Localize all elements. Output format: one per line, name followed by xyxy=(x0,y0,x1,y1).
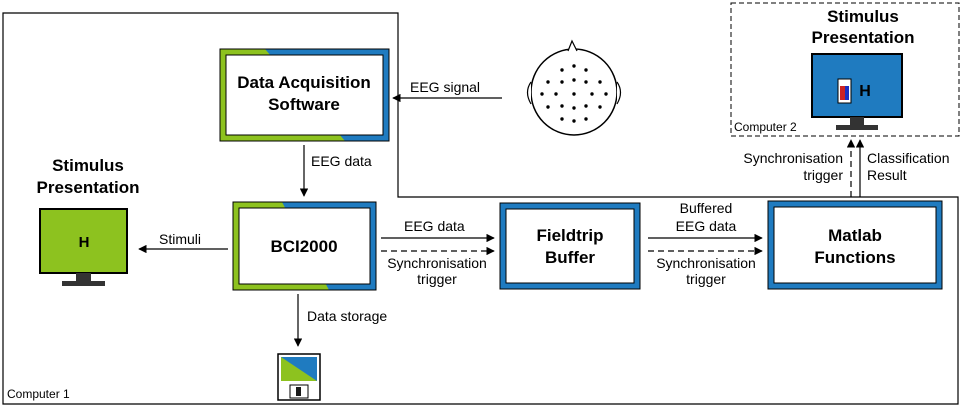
daq-title-1: Data Acquisition xyxy=(237,73,371,92)
matlab-title-2: Functions xyxy=(814,248,895,267)
eeg-head-icon xyxy=(526,39,622,136)
label-eeg-data-down: EEG data xyxy=(311,153,372,169)
label-class-2: Result xyxy=(867,167,907,183)
stimulus-heading-1: Stimulus xyxy=(52,156,124,175)
monitor-2-letter: H xyxy=(859,83,871,100)
matlab-box xyxy=(767,200,943,290)
bci2000-title: BCI2000 xyxy=(270,237,337,256)
label-stimuli: Stimuli xyxy=(159,231,201,247)
fieldtrip-title-1: Fieldtrip xyxy=(536,226,603,245)
label-sync-1b: trigger xyxy=(417,271,457,287)
fieldtrip-box xyxy=(499,202,641,290)
label-buffered-2: EEG data xyxy=(676,218,737,234)
monitor-icon-green xyxy=(39,208,128,286)
label-sync-2b: trigger xyxy=(686,271,726,287)
label-eeg-signal: EEG signal xyxy=(410,79,480,95)
fieldtrip-title-2: Buffer xyxy=(545,248,595,267)
label-sync-2a: Synchronisation xyxy=(656,255,756,271)
label-sync-up-2: trigger xyxy=(803,167,843,183)
bci2000-box xyxy=(232,201,377,291)
label-class-1: Classification xyxy=(867,150,949,166)
matlab-title-1: Matlab xyxy=(828,226,882,245)
stimulus-heading-1b: Presentation xyxy=(37,178,140,197)
label-buffered-1: Buffered xyxy=(680,200,733,216)
label-eeg-data-right: EEG data xyxy=(404,218,465,234)
daq-title-2: Software xyxy=(268,95,340,114)
monitor-1-letter: H xyxy=(79,234,90,251)
computer-1-region xyxy=(2,12,959,405)
stimulus-heading-2: Stimulus xyxy=(827,7,899,26)
label-sync-1a: Synchronisation xyxy=(387,255,487,271)
floppy-disk-icon xyxy=(277,353,321,401)
monitor-icon xyxy=(811,53,903,130)
computer-2-label: Computer 2 xyxy=(734,120,797,134)
label-sync-up-1: Synchronisation xyxy=(743,150,843,166)
computer-2-region xyxy=(730,2,960,137)
label-data-storage: Data storage xyxy=(307,308,387,324)
computer-1-label: Computer 1 xyxy=(7,387,70,401)
daq-box xyxy=(219,48,390,142)
stimulus-heading-2b: Presentation xyxy=(812,28,915,47)
